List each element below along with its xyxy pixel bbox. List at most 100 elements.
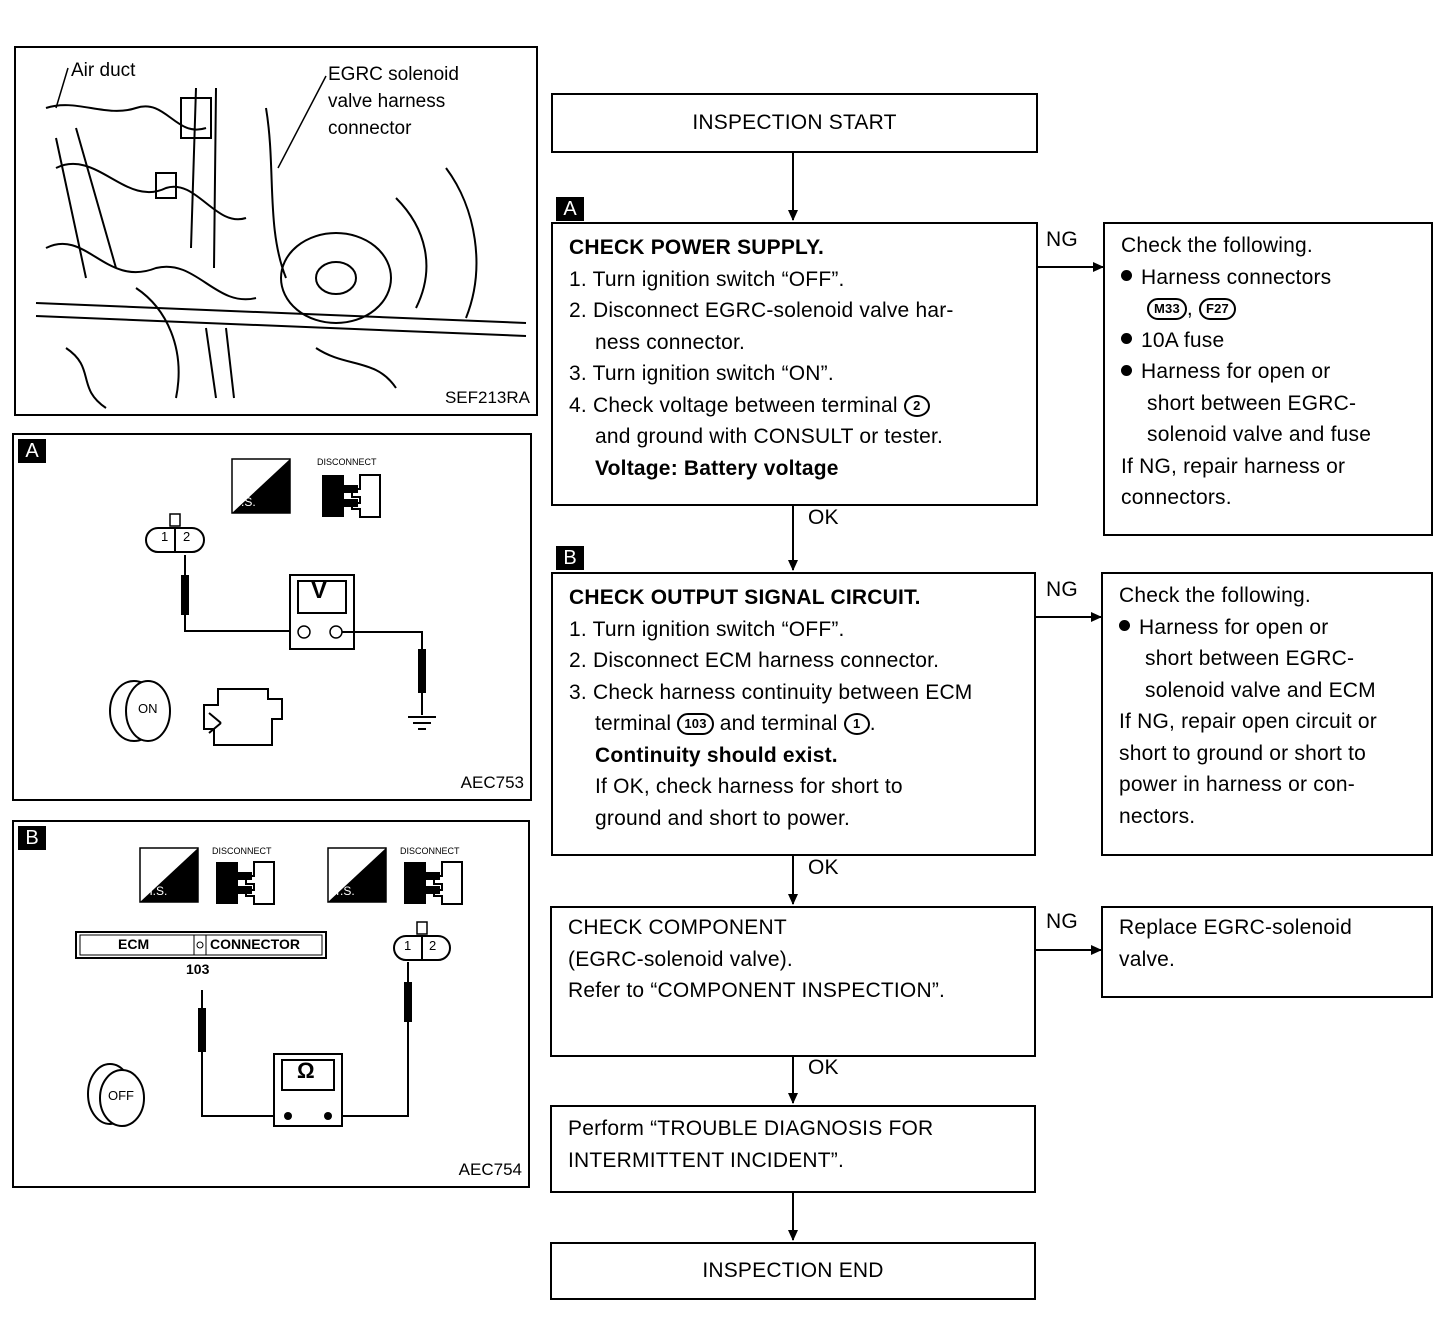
connector-pin-1: 1 — [161, 529, 169, 544]
air-duct-label: Air duct — [71, 60, 136, 81]
step-a-line2: 2. Disconnect EGRC-solenoid valve har- — [569, 299, 954, 322]
egrc-label-line2: valve harness — [328, 91, 446, 112]
voltage-test-diagram — [109, 458, 436, 746]
connector-pin-2: 2 — [429, 938, 437, 953]
ts-icon-label: T.S. — [235, 495, 256, 509]
step-c-line2: (EGRC-solenoid valve). — [568, 947, 793, 971]
key-on-label: ON — [138, 701, 158, 716]
connector-label: CONNECTOR — [210, 936, 300, 952]
step-b-line3b: terminal 103 and terminal 1. — [595, 712, 876, 736]
disconnect-icon-label: DISCONNECT — [317, 457, 377, 467]
ng-b-bullet1-text: Harness for open or — [1139, 615, 1329, 639]
bullet-icon — [1121, 333, 1132, 345]
engine-photo-figure: Air duct EGRC solenoid valve harness con… — [14, 46, 538, 416]
egrc-label-line3: connector — [328, 118, 412, 139]
step-a-result: Voltage: Battery voltage — [595, 456, 839, 480]
step-c-box: CHECK COMPONENT (EGRC-solenoid valve). R… — [550, 906, 1036, 1057]
step-b-letter: B — [556, 546, 584, 570]
hs-icon-label: H.S. — [144, 884, 168, 898]
ng-b-tail2: short to ground or short to — [1119, 741, 1367, 765]
ng-a-tail2: connectors. — [1121, 486, 1232, 509]
step-b-line2: 2. Disconnect ECM harness connector. — [569, 649, 940, 672]
terminal-103-label: 103 — [186, 961, 210, 977]
step-b-and-terminal-text: and terminal — [719, 712, 838, 735]
engine-bay-drawing — [35, 67, 527, 409]
key-off-label: OFF — [108, 1088, 134, 1103]
step-a-line4-text: 4. Check voltage between terminal — [569, 393, 898, 417]
step-b-line4b: ground and short to power. — [595, 806, 851, 830]
ng-c-box: Replace EGRC-solenoid valve. — [1101, 906, 1433, 998]
figure-a: A T.S. DISCONNECT 1 2 V ON — [12, 433, 532, 801]
ng-a-bullet1-text: Harness connectors — [1141, 265, 1332, 289]
ng-b-tail4: nectors. — [1119, 804, 1196, 828]
figure-code: SEF213RA — [444, 388, 530, 407]
step-d-line1: Perform “TROUBLE DIAGNOSIS FOR — [568, 1117, 934, 1140]
figure-code: AEC753 — [460, 773, 524, 792]
terminal-103-badge: 103 — [677, 713, 714, 736]
step-d-box: Perform “TROUBLE DIAGNOSIS FOR INTERMITT… — [550, 1105, 1036, 1193]
bullet-icon — [1119, 620, 1130, 632]
ts-icon-label: T.S. — [334, 884, 355, 898]
step-a-box: CHECK POWER SUPPLY. 1. Turn ignition swi… — [551, 222, 1038, 506]
ng-a-bullet3-text: Harness for open or — [1141, 360, 1331, 383]
ng-a-bullet3: Harness for open or — [1121, 356, 1431, 388]
step-b-box: CHECK OUTPUT SIGNAL CIRCUIT. 1. Turn ign… — [551, 572, 1036, 856]
ok-label-b: OK — [808, 856, 839, 879]
ng-b-bullet1b: short between EGRC- — [1145, 647, 1355, 670]
ng-a-bullet3b: short between EGRC- — [1147, 391, 1357, 415]
ng-a-line1: Check the following. — [1121, 234, 1313, 257]
ng-c-line2: valve. — [1119, 947, 1176, 971]
disconnect-icon-label-2: DISCONNECT — [400, 846, 460, 856]
inspection-start-box: INSPECTION START — [551, 93, 1038, 153]
step-a-line1: 1. Turn ignition switch “OFF”. — [569, 267, 845, 291]
bullet-icon — [1121, 364, 1132, 376]
inspection-end-box: INSPECTION END — [550, 1242, 1036, 1300]
ng-b-tail3: power in harness or con- — [1119, 773, 1355, 796]
ng-label-b: NG — [1046, 578, 1078, 601]
ng-a-connectors: M33, F27 — [1121, 293, 1431, 325]
terminal-1-badge: 1 — [843, 713, 870, 736]
step-a-letter: A — [556, 197, 584, 221]
step-b-line1: 1. Turn ignition switch “OFF”. — [569, 617, 845, 641]
connector-pin-1: 1 — [404, 938, 412, 953]
ok-label-a: OK — [808, 506, 839, 529]
step-c-line1: CHECK COMPONENT — [568, 916, 787, 939]
ng-a-bullet1: Harness connectors — [1121, 262, 1431, 294]
connector-pin-2: 2 — [183, 529, 191, 544]
inspection-start-text: INSPECTION START — [692, 111, 897, 134]
figure-code: AEC754 — [458, 1160, 522, 1179]
continuity-test-diagram — [75, 847, 463, 1127]
connector-m33-badge: M33 — [1147, 298, 1187, 321]
step-b-result: Continuity should exist. — [595, 743, 838, 767]
ng-a-box: Check the following. Harness connectors … — [1103, 222, 1433, 536]
disconnect-icon-label-1: DISCONNECT — [212, 846, 272, 856]
ng-a-bullet2-text: 10A fuse — [1141, 328, 1225, 352]
step-a-line4b: and ground with CONSULT or tester. — [595, 425, 944, 448]
ng-label-c: NG — [1046, 910, 1078, 933]
step-b-title: CHECK OUTPUT SIGNAL CIRCUIT. — [569, 586, 921, 609]
step-c-line3: Refer to “COMPONENT INSPECTION”. — [568, 979, 946, 1002]
step-a-line4: 4. Check voltage between terminal 2 — [569, 390, 1036, 422]
ohmmeter-symbol: Ω — [297, 1058, 315, 1083]
ng-b-line1: Check the following. — [1119, 584, 1311, 607]
voltmeter-symbol: V — [311, 577, 328, 604]
figure-letter: B — [18, 826, 46, 850]
step-a-title: CHECK POWER SUPPLY. — [569, 236, 825, 259]
inspection-end-text: INSPECTION END — [702, 1259, 884, 1282]
ng-b-bullet1: Harness for open or — [1119, 612, 1431, 644]
ng-b-bullet1c: solenoid valve and ECM — [1145, 678, 1376, 702]
connector-f27-badge: F27 — [1198, 298, 1236, 321]
ng-a-tail1: If NG, repair harness or — [1121, 454, 1346, 478]
egrc-label-line1: EGRC solenoid — [328, 64, 459, 85]
step-b-line3: 3. Check harness continuity between ECM — [569, 680, 973, 704]
bullet-icon — [1121, 270, 1132, 282]
figure-letter: A — [18, 439, 46, 463]
terminal-2-badge: 2 — [903, 394, 930, 417]
ng-label-a: NG — [1046, 228, 1078, 251]
ng-a-bullet3c: solenoid valve and fuse — [1147, 423, 1372, 446]
ok-label-c: OK — [808, 1056, 839, 1079]
ng-b-box: Check the following. Harness for open or… — [1101, 572, 1433, 856]
step-a-line3: 3. Turn ignition switch “ON”. — [569, 362, 834, 385]
ng-b-tail1: If NG, repair open circuit or — [1119, 710, 1377, 733]
